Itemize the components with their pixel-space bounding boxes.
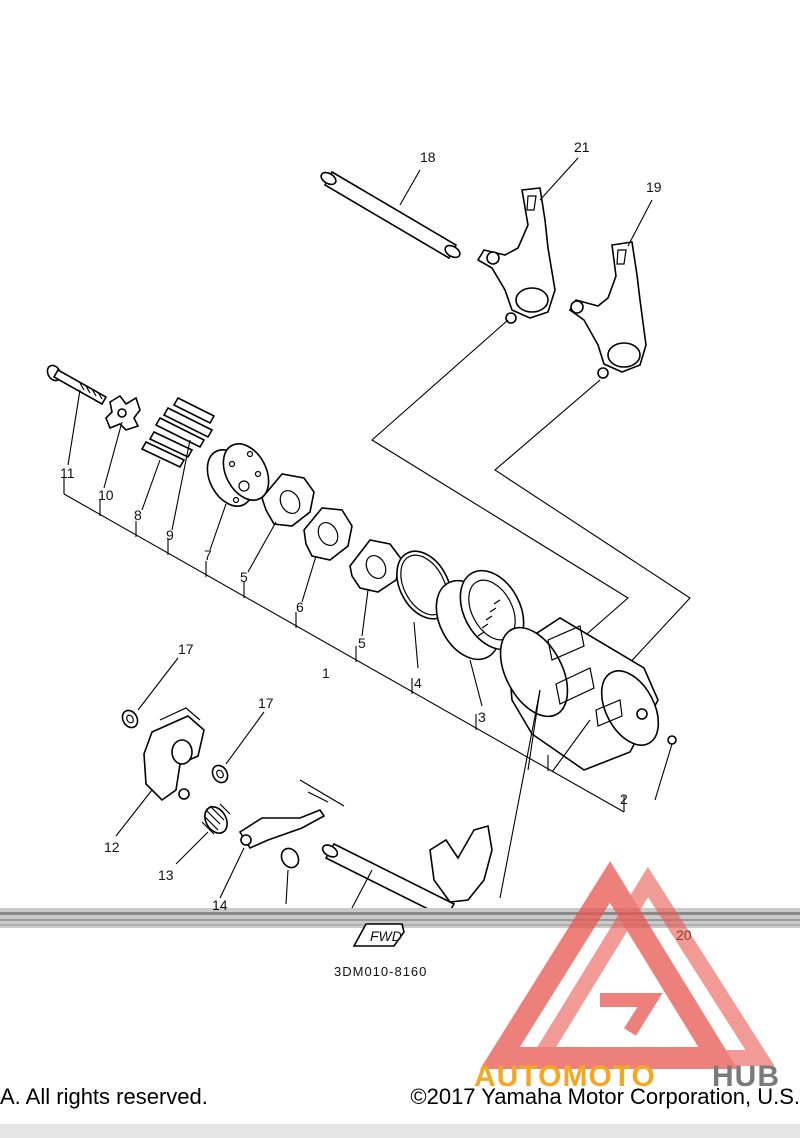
callout-leaders	[67, 157, 673, 899]
footer-rights-text: A. All rights reserved.	[0, 1084, 208, 1109]
callout-18: 18	[420, 149, 436, 165]
shift-lever-12	[143, 707, 205, 802]
shift-fork-guide-bar-18	[320, 170, 461, 260]
callout-14: 14	[212, 897, 228, 913]
shift-drum-2	[499, 617, 677, 771]
shift-fork-19	[568, 241, 647, 379]
logo-word-hub: HUB	[712, 1060, 780, 1093]
callout-17-right: 17	[258, 695, 274, 711]
fwd-label: FWD	[370, 928, 402, 944]
lever-14	[238, 809, 326, 850]
callout-17-left: 17	[178, 641, 194, 657]
footer-copyright-text: ©2017 Yamaha Motor Corporation, U.S.	[410, 1084, 800, 1109]
stopper-segment-10	[105, 394, 141, 431]
callout-19: 19	[646, 179, 662, 195]
callout-21: 21	[574, 139, 590, 155]
callout-12: 12	[104, 839, 120, 855]
callout-7: 7	[204, 547, 212, 563]
automotohub-logo	[480, 861, 775, 1069]
shift-fork-21	[476, 187, 556, 324]
callout-3: 3	[478, 709, 486, 725]
callout-11: 11	[60, 465, 75, 481]
pins-9	[154, 396, 216, 449]
circlip-17-right	[211, 764, 229, 784]
callout-1: 1	[322, 665, 330, 681]
fwd-arrow-icon: FWD	[352, 923, 405, 947]
callout-5-lower: 5	[358, 635, 366, 651]
logo-word-automoto: AUTOMOTO	[474, 1060, 656, 1093]
callout-13: 13	[158, 867, 174, 883]
callout-2: 2	[620, 791, 628, 807]
pins-8	[140, 430, 194, 469]
callout-9: 9	[166, 527, 174, 543]
assembly-guide-lines	[371, 319, 691, 669]
bottom-scan-strip	[0, 1124, 800, 1138]
spring-13	[201, 803, 231, 835]
callout-8: 8	[134, 507, 142, 523]
circlip-15	[280, 847, 300, 869]
shift-shaft-20	[299, 779, 493, 920]
drawing-code: 3DM010-8160	[334, 964, 427, 979]
callout-5-upper: 5	[240, 569, 248, 585]
plate-5-upper	[261, 473, 315, 527]
circlip-17-left	[121, 709, 139, 729]
callout-4: 4	[414, 675, 422, 691]
bolt-11	[46, 364, 108, 406]
pin-holder-7	[206, 443, 270, 507]
plate-5-lower	[349, 539, 403, 593]
assembly-bracket-1	[63, 476, 625, 813]
callout-6: 6	[296, 599, 304, 615]
plate-6	[303, 507, 353, 561]
footer: A. All rights reserved. ©2017 Yamaha Mot…	[0, 1078, 800, 1118]
callout-10: 10	[98, 487, 114, 503]
bearing-3	[435, 569, 525, 661]
